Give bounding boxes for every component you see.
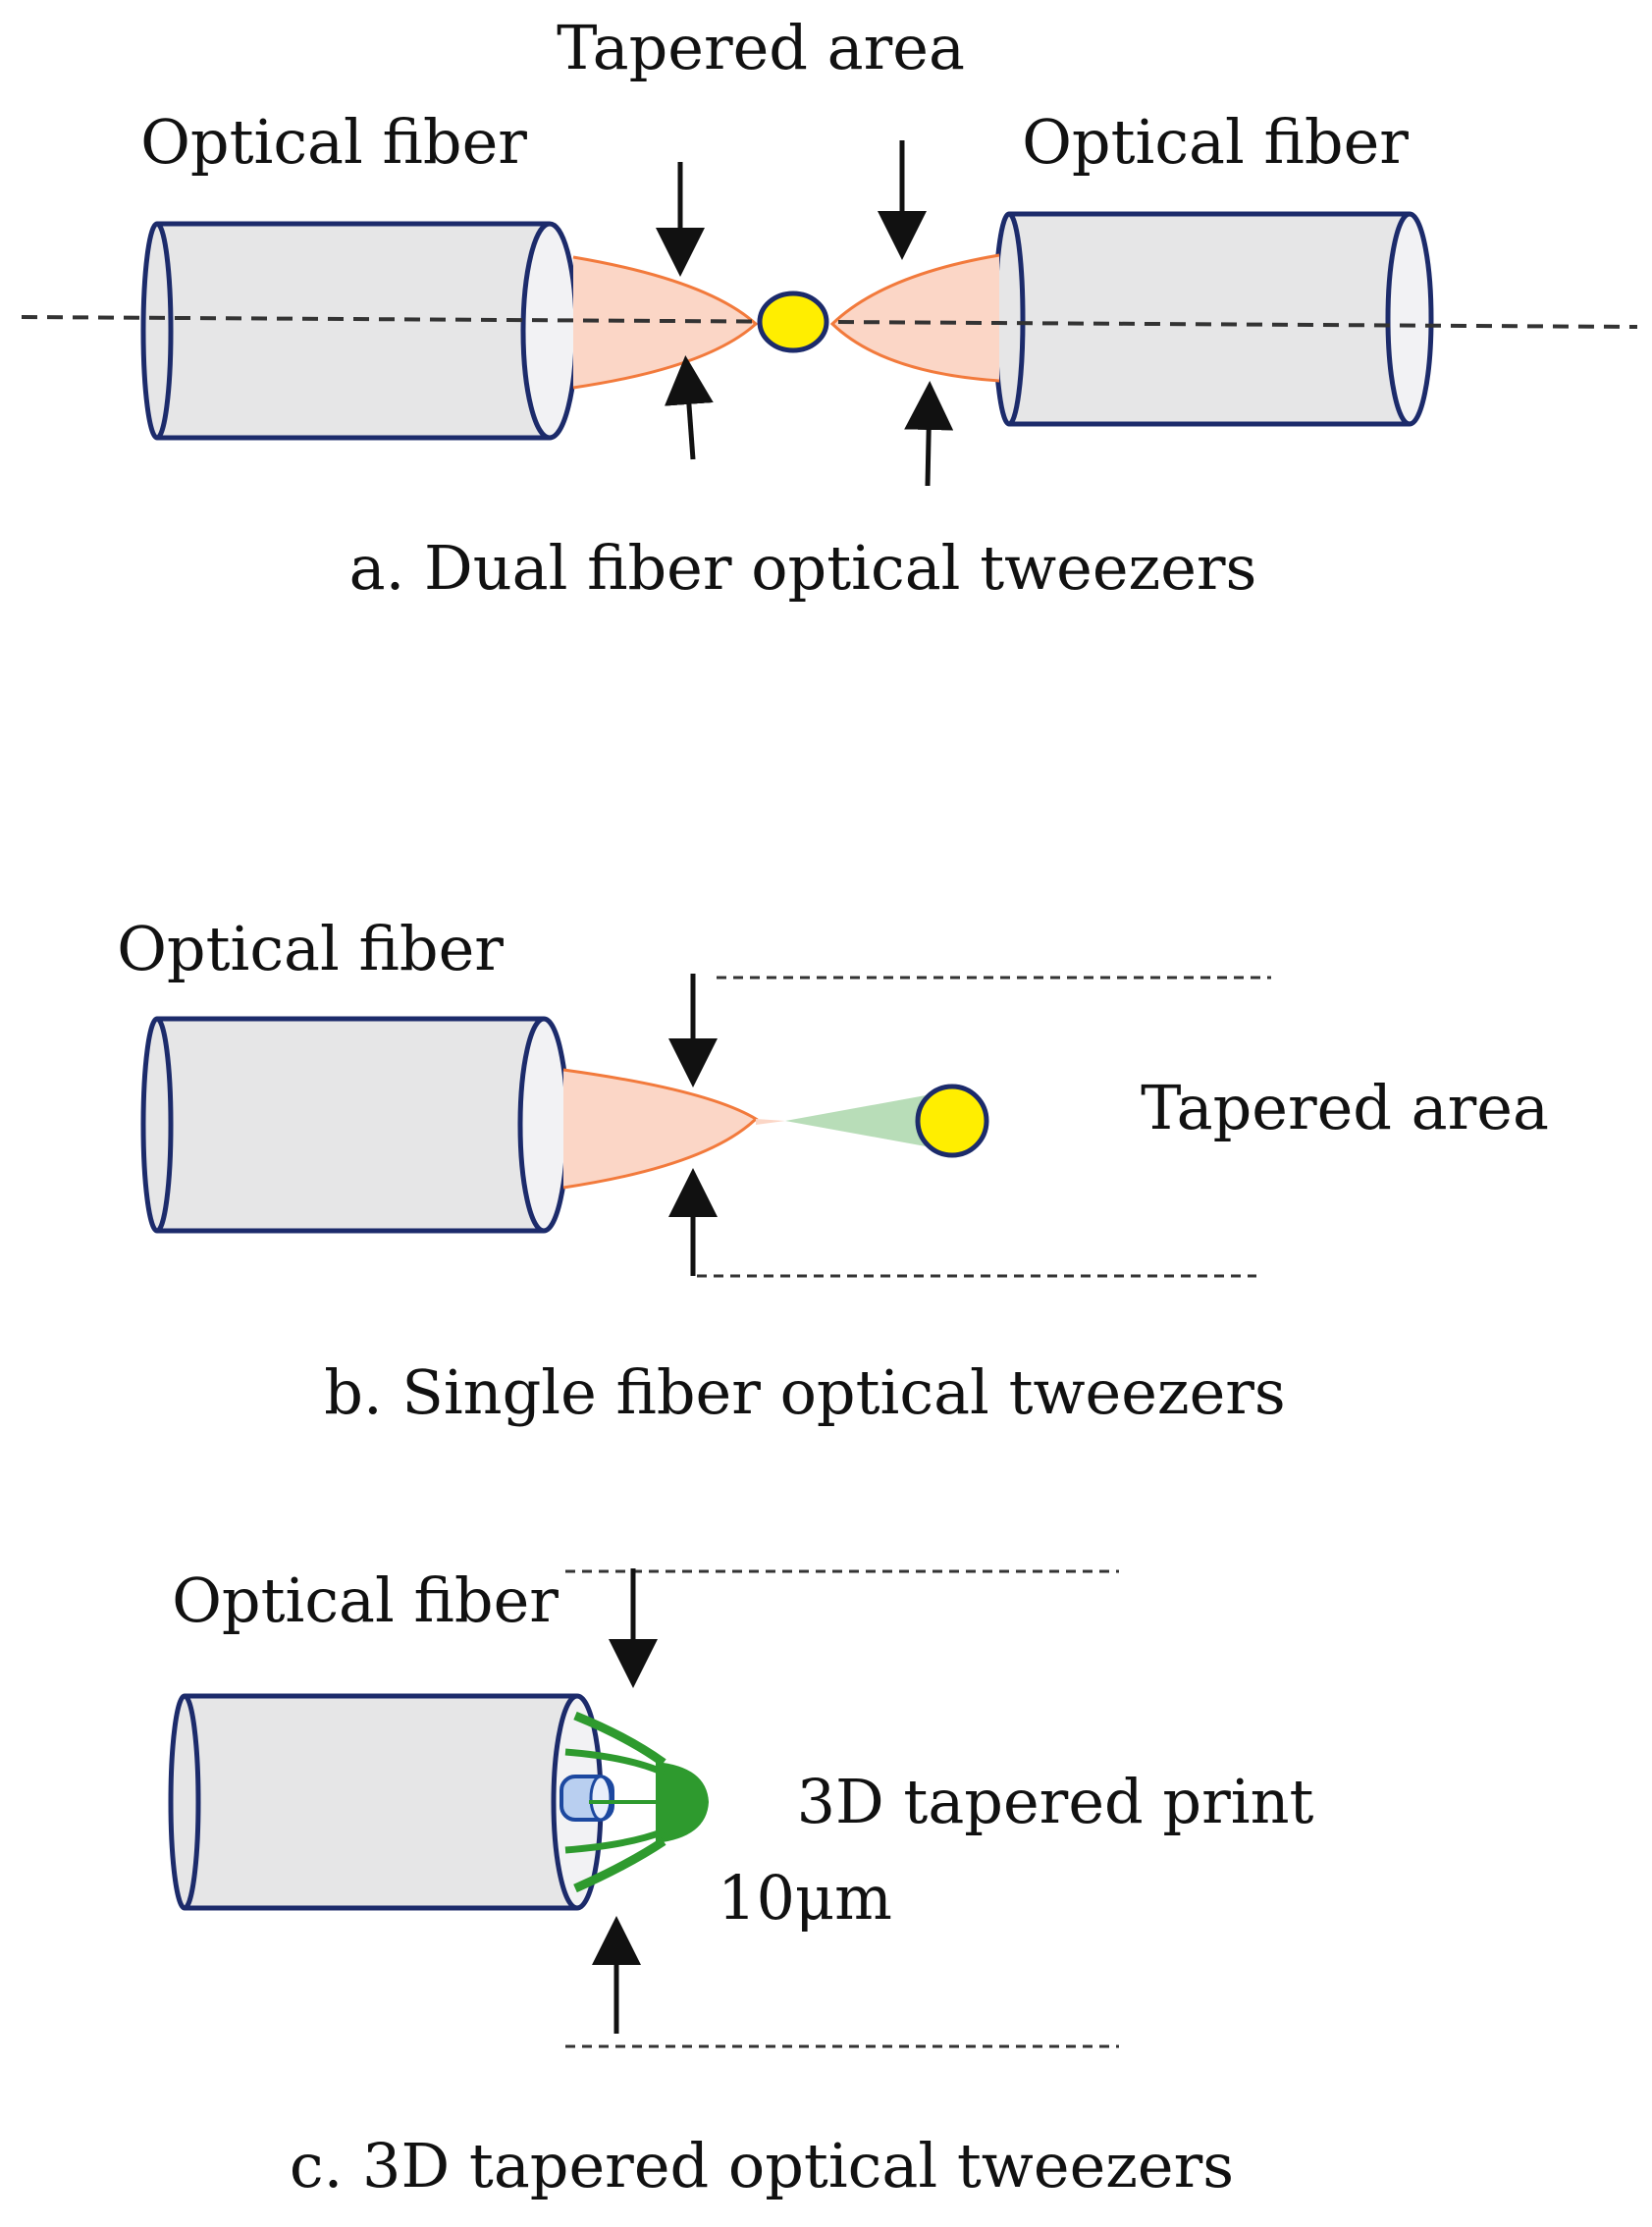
micro-lens [560,1775,614,1822]
left-optical-fiber [140,221,579,441]
panel-a-fiber-left-label: Optical fiber [140,106,527,178]
panel-b: Optical fiber Tapered area b. Single fib… [117,913,1549,1428]
panel-a: Tapered area Optical fiber Optical fiber… [21,12,1638,604]
trapped-particle [757,291,829,353]
panel-a-caption: a. Dual fiber optical tweezers [349,532,1257,604]
panel-b-caption: b. Single fiber optical tweezers [324,1356,1286,1428]
panel-b-fiber-label: Optical fiber [117,913,504,984]
arrow-up-right [904,381,954,487]
panel-a-tapered-label: Tapered area [557,12,965,83]
right-optical-fiber [992,211,1434,427]
trapped-particle-b [915,1084,989,1158]
panel-c: Optical fiber 3D tapered print 10μm c. 3… [168,1564,1314,2201]
right-tapered-beam [832,255,999,381]
panel-c-caption: c. 3D tapered optical tweezers [290,2130,1234,2201]
panel-b-tapered-label: Tapered area [1141,1072,1549,1143]
tapered-print-structure [564,1711,709,1893]
panel-a-fiber-right-label: Optical fiber [1022,106,1409,178]
panel-c-fiber-label: Optical fiber [172,1564,559,1636]
single-optical-fiber [140,1016,570,1234]
print-optical-fiber [168,1693,604,1911]
panel-c-scale-label: 10μm [718,1862,892,1934]
panel-c-print-label: 3D tapered print [797,1766,1314,1837]
arrow-up-left [664,355,714,460]
focus-cone [785,1091,947,1150]
optical-axis-line [21,315,1638,329]
